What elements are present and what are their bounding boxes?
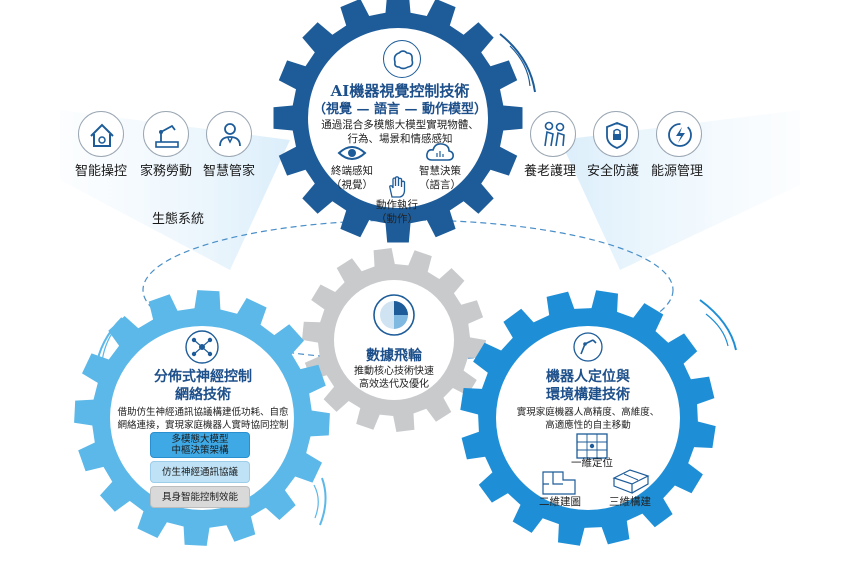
motion-arc-right-2 [705,313,729,347]
top-gear-desc-line2: 行為、場景和情感感知 [347,133,453,145]
scenario-label-elder-care: 養老護理 [524,164,577,179]
smart-home-icon [78,111,124,157]
pie-chart-icon [373,294,415,336]
ecosystem-label: 生態系統 [152,212,205,227]
layer-embodied-label: 具身智能控制效能 [161,491,238,503]
scenario-label-butler: 智慧管家 [203,164,256,179]
layer-multimodal-line1: 多模態大模型 [171,434,229,445]
motion-arc-left-4 [313,484,319,519]
robot-arm-icon [143,111,189,157]
map-3d-label: 三維構建 [609,496,651,508]
right-gear-desc-line1: 實現家庭機器人高精度、高維度、 [516,407,660,418]
elder-care-icon [530,111,576,157]
cloud-icon [426,143,454,161]
eye-icon [337,146,367,160]
top-gear-title-line1: AI機器視覺控制技術 [330,82,470,100]
floorplan-2d-icon [542,471,576,495]
scenario-label-energy: 能源管理 [651,164,704,179]
center-gear-face [334,280,454,400]
motion-arc-top-2 [509,45,531,87]
right-gear-title-line1: 機器人定位與 [546,369,630,385]
action-label: 動作執行 [376,199,418,211]
right-gear-desc-line2: 高適應性的自主移動 [545,420,631,431]
brain-icon [383,40,421,78]
map-2d-label: 二維建圖 [539,496,581,508]
grid-positioning-icon [576,433,608,459]
energy-icon [656,111,702,157]
top-gear-face [308,28,488,208]
scenario-label-housework: 家務勞動 [140,164,193,179]
right-gear-title-line2: 環境構建技術 [546,387,630,403]
motion-arc-left-2 [101,329,115,363]
left-gear-desc-line2: 網絡連接，實現家庭機器人實時協同控制 [117,420,289,431]
top-gear-title-line2: （視覺 — 語言 — 動作模型） [312,102,488,117]
floorplan-3d-icon [612,469,650,494]
butler-icon [206,111,252,157]
layer-multimodal-line2: 中樞決策架構 [171,445,229,456]
robot-arm-positioning-icon [573,332,603,362]
left-gear-desc-line1: 借助仿生神經通訊協議構建低功耗、自愈 [117,407,289,418]
scenario-label-security: 安全防護 [587,164,640,179]
layer-embodied-control: 具身智能控制效能 [150,486,250,508]
decision-sub-label: （語言） [419,179,461,191]
left-gear-title-line2: 網絡技術 [175,387,231,403]
hand-icon [389,176,406,198]
layer-bionic-protocol: 仿生神經通訊協議 [150,461,250,483]
action-sub-label: （動作） [376,213,418,225]
motion-arc-left-3 [319,477,327,526]
security-shield-icon [593,111,639,157]
motion-arc-left-1 [95,317,123,369]
center-gear-title: 數據飛輪 [366,348,422,364]
layer-bionic-label: 仿生神經通訊協議 [161,466,238,478]
motion-arc-top-1 [499,33,536,93]
perception-sub-label: （視覺） [331,179,373,191]
left-gear-title-line1: 分佈式神經控制 [154,369,252,385]
center-gear-desc-line1: 推動核心技術快速 [354,366,434,377]
map-1d-label: 一維定位 [571,457,613,469]
decision-label: 智慧決策 [419,165,461,177]
scenario-label-smart-control: 智能操控 [75,164,128,179]
right-gear-face [496,326,680,510]
motion-arc-right-1 [699,299,737,351]
layer-multimodal-model: 多模態大模型 中樞決策架構 [150,432,250,458]
center-gear-desc-line2: 高效迭代及優化 [359,379,429,390]
network-icon [185,330,219,364]
perception-label: 終端感知 [331,165,373,177]
top-gear-desc-line1: 通過混合多模態大模型實現物體、 [321,119,479,131]
